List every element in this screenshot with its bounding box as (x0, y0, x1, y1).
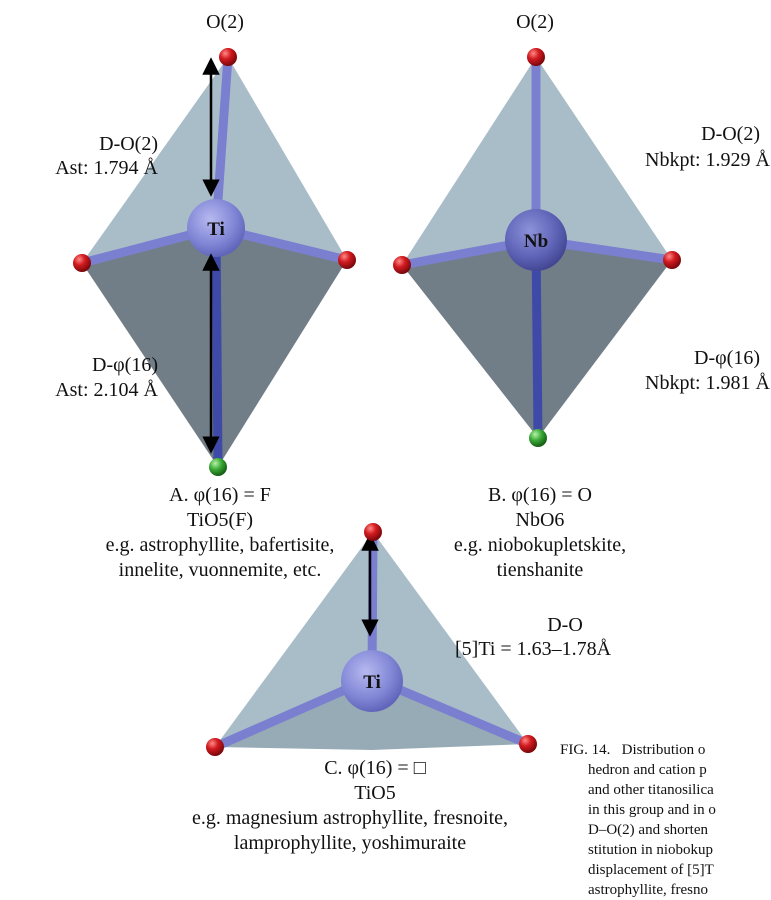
panel-a-ti-atom (187, 199, 245, 257)
panel-b-oxygen-right (663, 251, 681, 269)
panel-a-condition: A. φ(16) = F (169, 484, 271, 506)
panel-b-lower-bond-value: Nbkpt: 1.981 Å (645, 372, 770, 394)
panel-a-upper-bond-value: Ast: 1.794 Å (55, 157, 158, 179)
panel-c-oxygen-top (364, 523, 382, 541)
caption-line-7: astrophyllite, fresno (588, 882, 708, 898)
panel-a-bond-bottom (211, 227, 223, 468)
panel-b-apex-label: O(2) (516, 11, 554, 33)
panel-b-formula: NbO6 (515, 509, 565, 531)
panel-b-examples-line2: tienshanite (496, 559, 584, 581)
panel-b-upper-bond-value: Nbkpt: 1.929 Å (645, 149, 770, 171)
caption-text-0: Distribution o (621, 742, 706, 758)
panel-c-condition: C. φ(16) = □ (324, 757, 426, 779)
panel-c-formula: TiO5 (354, 782, 396, 804)
panel-b-oxygen-bottom (529, 429, 547, 447)
panel-a-octahedron: Ti (73, 48, 356, 476)
caption-figure-label: FIG. 14. (560, 742, 611, 758)
caption-line-4: D–O(2) and shorten (588, 822, 708, 838)
panel-a-oxygen-left (73, 254, 91, 272)
caption-line-0: FIG. 14. Distribution o (560, 740, 771, 760)
panel-c-examples-line2: lamprophyllite, yoshimuraite (233, 832, 467, 854)
panel-b-octahedron: Nb (393, 48, 681, 447)
panel-a-fluorine-bottom (209, 458, 227, 476)
panel-c-oxygen-right (519, 735, 537, 753)
caption-line-2: and other titanosilica (588, 782, 714, 798)
panel-c-bond-label: D-O (547, 614, 583, 636)
panel-b-examples-line1: e.g. niobokupletskite, (453, 534, 627, 556)
panel-a-lower-bond-label: D-φ(16) (92, 354, 158, 376)
caption-line-1: hedron and cation p (588, 762, 707, 778)
panel-a-apex-label: O(2) (206, 11, 244, 33)
panel-b-bond-bottom (531, 239, 543, 439)
panel-c-ti-atom (341, 650, 403, 712)
panel-c-bond-value: [5]Ti = 1.63–1.78Å (455, 638, 612, 660)
figure-caption: FIG. 14. Distribution o hedron and catio… (560, 740, 771, 900)
panel-a-examples-line1: e.g. astrophyllite, bafertisite, (105, 534, 335, 556)
panel-b-lower-bond-label: D-φ(16) (694, 347, 760, 369)
panel-c-base-shade (215, 678, 528, 750)
panel-c-oxygen-left (206, 738, 224, 756)
panel-b-upper-bond-label: D-O(2) (701, 123, 760, 145)
panel-a-formula: TiO5(F) (187, 509, 253, 531)
panel-a-oxygen-top (219, 48, 237, 66)
panel-b-oxygen-top (527, 48, 545, 66)
panel-a-upper-bond-label: D-O(2) (99, 133, 158, 155)
panel-c-examples-line1: e.g. magnesium astrophyllite, fresnoite, (191, 807, 509, 829)
caption-line-5: stitution in niobokup (588, 842, 714, 858)
panel-a-lower-bond-value: Ast: 2.104 Å (55, 379, 158, 401)
panel-b-condition: B. φ(16) = O (488, 484, 592, 506)
panel-a-center-atom-label: Ti (207, 219, 225, 240)
panel-b-center-atom-label: Nb (524, 231, 548, 252)
panel-b-nb-atom (505, 209, 567, 271)
panel-a-oxygen-right (338, 251, 356, 269)
caption-line-6: displacement of [5]T (588, 862, 714, 878)
panel-b-oxygen-left (393, 256, 411, 274)
panel-c-pyramid: Ti (206, 523, 537, 756)
caption-line-3: in this group and in o (588, 802, 716, 818)
panel-c-center-atom-label: Ti (363, 672, 381, 693)
panel-a-examples-line2: innelite, vuonnemite, etc. (118, 559, 322, 581)
